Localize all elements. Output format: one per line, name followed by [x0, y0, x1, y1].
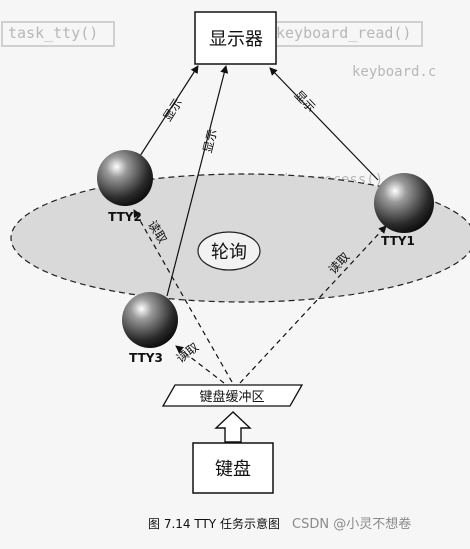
tty2-sphere — [97, 150, 153, 206]
tty3-sphere — [122, 292, 178, 348]
bg-keyboard-c: keyboard.c — [352, 64, 436, 80]
display-box — [194, 11, 277, 65]
tty1-label: TTY1 — [381, 234, 415, 248]
tty1-sphere — [374, 173, 434, 233]
arrow-buffer-to-tty2 — [133, 209, 233, 383]
edge-label-display-tty3: 显示 — [200, 128, 219, 155]
tty3-label: TTY3 — [129, 351, 163, 365]
arrow-tty1-to-display — [269, 67, 379, 181]
polling-label: 轮询 — [211, 242, 247, 263]
figure-caption: 图 7.14 TTY 任务示意图 — [148, 516, 280, 531]
tty2-label: TTY2 — [108, 210, 142, 224]
keyboard-box — [192, 442, 274, 494]
keyboard-buffer-label: 键盘缓冲区 — [199, 389, 264, 405]
keyboard-to-buffer-arrow — [214, 411, 252, 443]
arrow-buffer-to-tty3 — [175, 345, 225, 384]
keyboard-buffer — [161, 384, 304, 407]
keyboard-label: 键盘 — [215, 459, 251, 480]
polling-node — [197, 231, 261, 271]
arrow-tty2-to-display — [139, 65, 199, 157]
watermark: CSDN @小灵不想卷 — [292, 516, 411, 532]
display-label: 显示器 — [209, 29, 263, 50]
bg-keyboard-read: keyboard_read() — [276, 24, 411, 42]
edge-label-display-tty2: 显示 — [160, 96, 185, 124]
arrow-tty3-to-display — [166, 65, 229, 297]
edge-label-read-tty3: 读取 — [174, 340, 202, 366]
bg-task-tty-box — [1, 21, 115, 47]
edge-label-display-tty1: 显示 — [292, 88, 319, 115]
bg-task-tty: task_tty() — [8, 24, 98, 42]
